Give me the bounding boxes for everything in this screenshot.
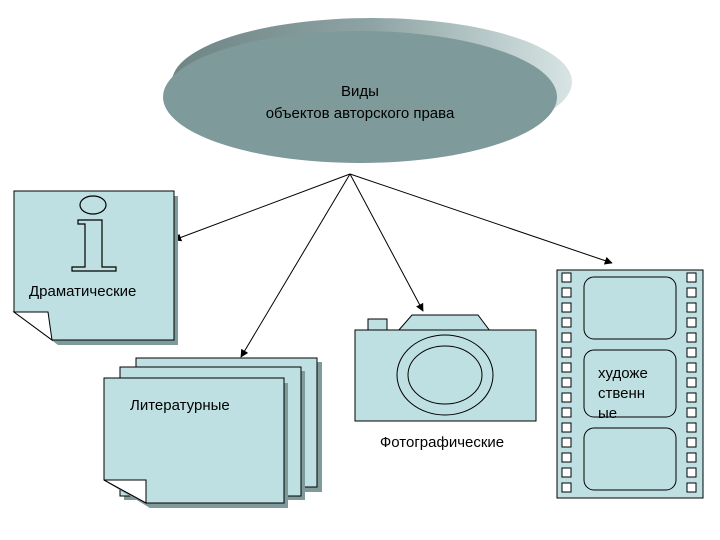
artistic-label-line-1: художе [598,365,648,382]
title-line-1: Виды [341,83,379,100]
film-frame [583,276,677,340]
arrow-to-dramatic [173,173,351,242]
artistic-label-line-2: ственн [598,385,645,402]
artistic-label-line-3: ые [598,405,617,422]
arrow-to-artistic [349,173,613,265]
film-strip-icon: художе ственн ые [556,269,704,499]
dramatic-label: Драматические [29,283,136,300]
literary-label: Литературные [130,397,230,414]
info-icon: Драматические [12,190,178,345]
arrow-to-literary [240,173,351,358]
camera-icon: Фотографические [354,314,537,451]
photographic-label: Фотографические [380,434,504,451]
film-perforations [561,272,697,493]
arrow-to-photographic [349,173,424,312]
documents-icon: Литературные [103,357,322,508]
connector-arrows [173,173,613,358]
film-frame [583,349,677,418]
title-ellipse: Виды объектов авторского права [163,18,572,163]
title-line-2: объектов авторского права [266,105,455,122]
film-frame [583,427,677,491]
